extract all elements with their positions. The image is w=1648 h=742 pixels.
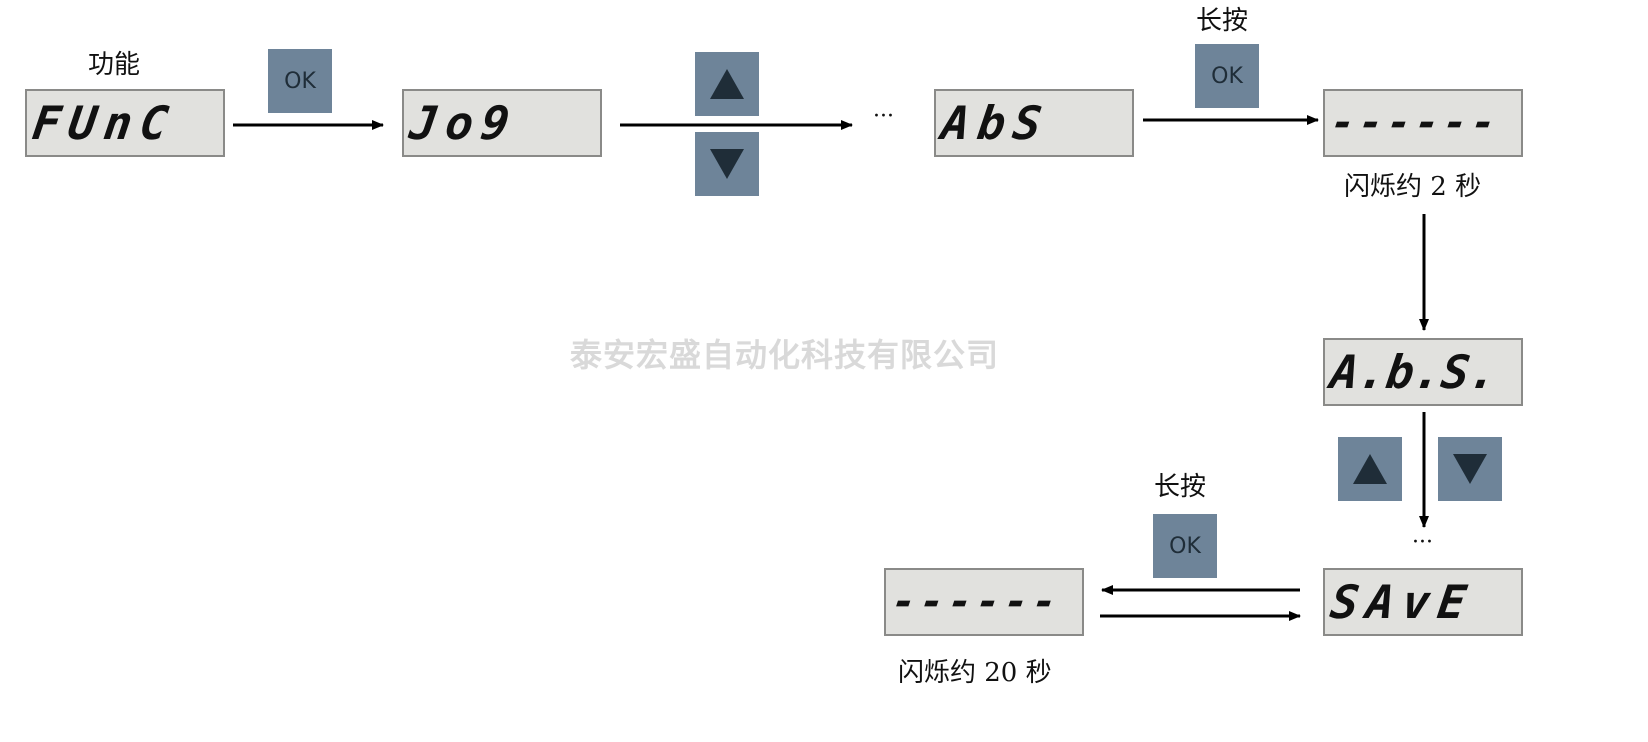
watermark: 泰安宏盛自动化科技有限公司 (570, 336, 1000, 374)
up-key-1 (695, 52, 759, 116)
display-jog: Jo9 (402, 89, 602, 157)
display-abs-dot-text: A.b.S. (1327, 345, 1501, 399)
display-save-text: SAvE (1327, 575, 1478, 629)
display-func: FUnC (25, 89, 225, 157)
long-press-label-bottom: 长按 (1154, 472, 1207, 502)
ok-key-3-label: OK (1169, 533, 1201, 559)
ellipsis-right: ··· (1412, 530, 1433, 555)
ok-key-1: OK (268, 49, 332, 113)
down-key-1 (695, 132, 759, 196)
down-key-2 (1438, 437, 1502, 501)
display-abs: AbS (934, 89, 1134, 157)
function-label: 功能 (88, 50, 141, 80)
display-jog-text: Jo9 (406, 96, 521, 150)
triangle-down-icon (710, 149, 744, 179)
blink-2s-label: 闪烁约 2 秒 (1344, 172, 1482, 202)
long-press-label-top: 长按 (1196, 6, 1249, 36)
triangle-up-icon (1353, 454, 1387, 484)
display-abs-text: AbS (938, 96, 1053, 150)
blink-20s-label: 闪烁约 20 秒 (898, 658, 1052, 688)
display-abs-dot: A.b.S. (1323, 338, 1523, 406)
ok-key-2-label: OK (1211, 63, 1243, 89)
triangle-down-icon (1453, 454, 1487, 484)
triangle-up-icon (710, 69, 744, 99)
ellipsis-top: ··· (873, 104, 894, 129)
display-dashes-bottom-text: ------ (888, 579, 1064, 625)
ok-key-3: OK (1153, 514, 1217, 578)
up-key-2 (1338, 437, 1402, 501)
ok-key-1-label: OK (284, 68, 316, 94)
display-save: SAvE (1323, 568, 1523, 636)
ok-key-2: OK (1195, 44, 1259, 108)
display-func-text: FUnC (29, 96, 180, 150)
display-dashes-top-text: ------ (1327, 100, 1503, 146)
display-dashes-top: ------ (1323, 89, 1523, 157)
display-dashes-bottom: ------ (884, 568, 1084, 636)
